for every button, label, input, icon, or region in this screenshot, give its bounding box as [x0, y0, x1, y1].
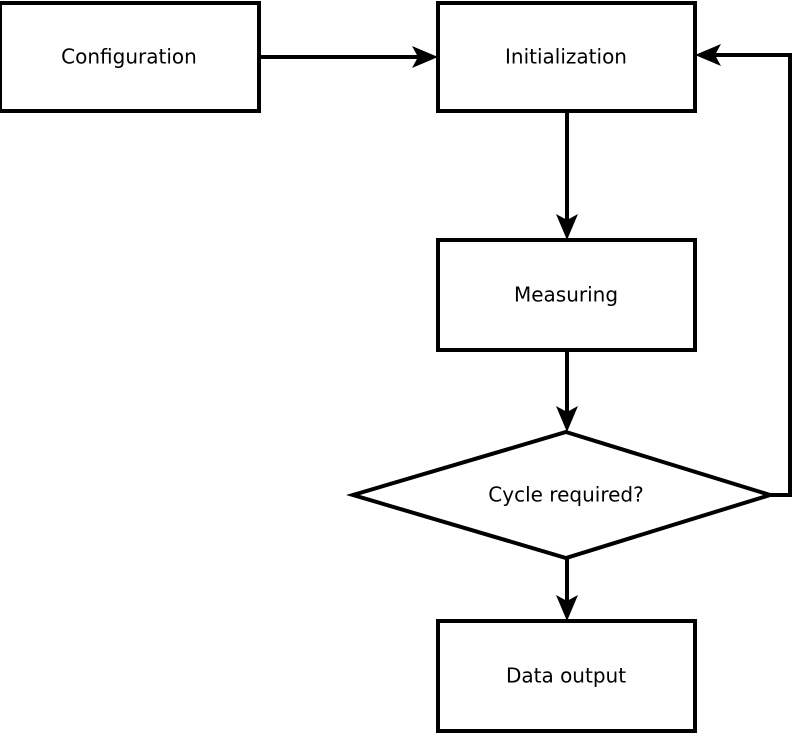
- edge-line: [708, 53, 792, 497]
- node-data-output-label: Data output: [506, 664, 626, 688]
- edge-cycle-data-output: [556, 558, 578, 621]
- node-measuring-shape[interactable]: [436, 238, 697, 352]
- edge-configuration-initialization: [259, 46, 438, 68]
- node-initialization-shape[interactable]: [436, 1, 697, 113]
- node-configuration[interactable]: Configuration: [0, 1, 261, 113]
- arrow-head-icon: [556, 406, 578, 432]
- node-configuration-label: Configuration: [61, 45, 197, 69]
- node-configuration-shape[interactable]: [0, 1, 261, 113]
- edge-initialization-measuring: [556, 111, 578, 240]
- node-data-output[interactable]: Data output: [436, 619, 697, 733]
- arrow-head-icon: [556, 214, 578, 240]
- arrow-head-icon: [556, 595, 578, 621]
- node-cycle-required[interactable]: Cycle required?: [345, 429, 777, 561]
- node-initialization[interactable]: Initialization: [436, 1, 697, 113]
- node-data-output-shape[interactable]: [436, 619, 697, 733]
- node-cycle-required-label: Cycle required?: [488, 483, 643, 507]
- node-measuring-label: Measuring: [514, 283, 618, 307]
- edge-cycle-initialization: [695, 44, 792, 497]
- node-initialization-label: Initialization: [505, 45, 627, 69]
- node-measuring[interactable]: Measuring: [436, 238, 697, 352]
- arrow-head-icon: [412, 46, 438, 68]
- arrow-head-icon: [695, 44, 721, 66]
- edge-measuring-cycle: [556, 350, 578, 432]
- node-cycle-required-shape[interactable]: [345, 429, 777, 561]
